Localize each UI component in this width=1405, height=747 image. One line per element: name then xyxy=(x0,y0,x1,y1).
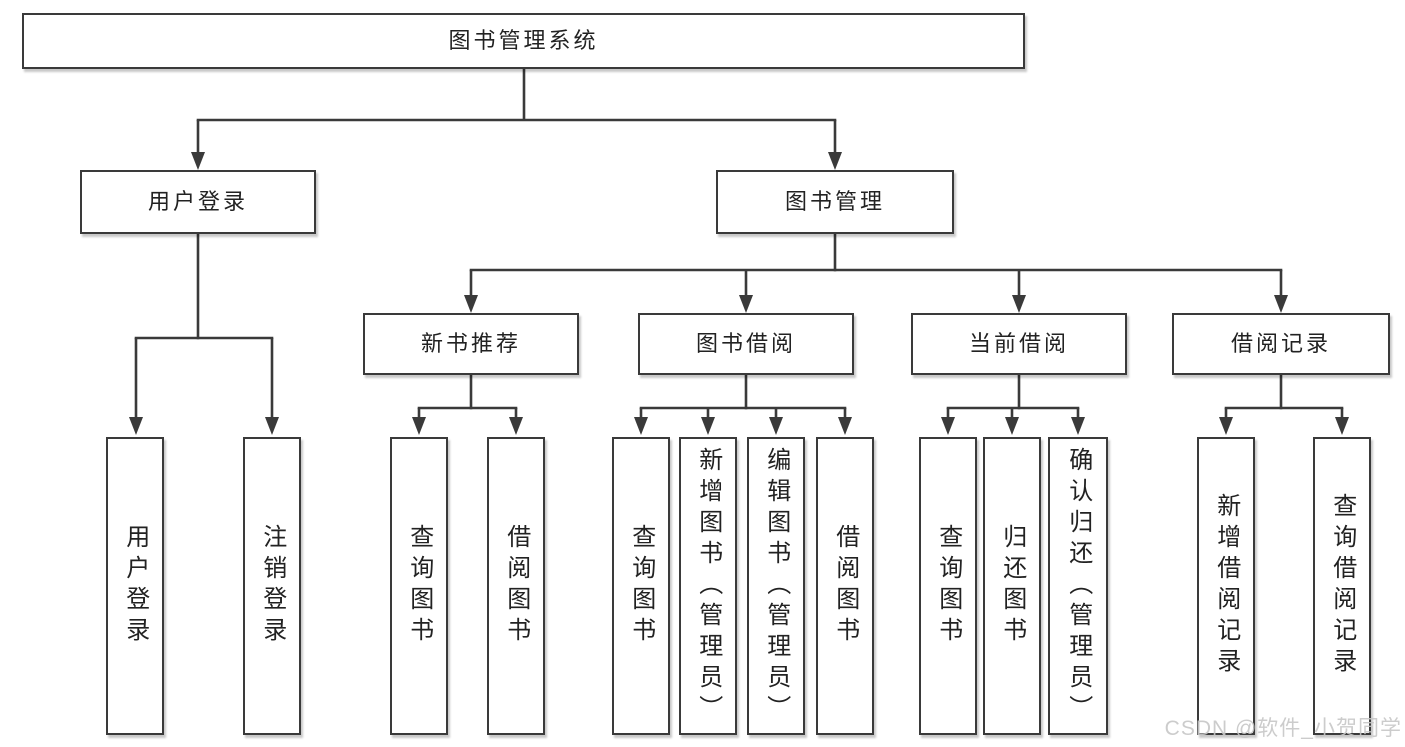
node-label: 图书借阅 xyxy=(695,331,796,356)
node-label: 借阅记录 xyxy=(1230,331,1331,356)
node-borrow-records: 借阅记录 xyxy=(1172,313,1390,375)
node-label: 图书管理 xyxy=(784,189,885,214)
node-new-book-recommend: 新书推荐 xyxy=(363,313,579,375)
node-label: 新书推荐 xyxy=(420,331,521,356)
node-label: 归还图书 xyxy=(998,524,1026,648)
node-label: 用户登录 xyxy=(147,189,248,214)
node-label: 图书管理系统 xyxy=(448,28,599,53)
node-label: 用户登录 xyxy=(121,524,149,648)
leaf-return-book: 归还图书 xyxy=(983,437,1041,735)
node-label: 确认归还（管理员） xyxy=(1064,446,1092,726)
node-book-borrow: 图书借阅 xyxy=(638,313,854,375)
node-label: 新增借阅记录 xyxy=(1212,493,1240,679)
node-book-management: 图书管理 xyxy=(716,170,954,234)
node-current-borrow: 当前借阅 xyxy=(911,313,1127,375)
leaf-logout: 注销登录 xyxy=(243,437,301,735)
node-label: 查询图书 xyxy=(627,524,655,648)
node-label: 注销登录 xyxy=(258,524,286,648)
leaf-borrow-books-recommend: 借阅图书 xyxy=(487,437,545,735)
leaf-edit-book-admin: 编辑图书（管理员） xyxy=(747,437,805,735)
leaf-query-books-borrow: 查询图书 xyxy=(612,437,670,735)
node-label: 当前借阅 xyxy=(968,331,1069,356)
node-label: 编辑图书（管理员） xyxy=(762,446,790,726)
leaf-confirm-return-admin: 确认归还（管理员） xyxy=(1048,437,1108,735)
node-label: 查询图书 xyxy=(934,524,962,648)
csdn-watermark: CSDN @软件_小贺同学 xyxy=(1164,717,1402,740)
leaf-add-book-admin: 新增图书（管理员） xyxy=(679,437,737,735)
node-library-management-system: 图书管理系统 xyxy=(22,13,1025,69)
leaf-borrow-books: 借阅图书 xyxy=(816,437,874,735)
node-user-login-group: 用户登录 xyxy=(80,170,316,234)
leaf-query-borrow-record: 查询借阅记录 xyxy=(1313,437,1371,735)
leaf-query-books-current: 查询图书 xyxy=(919,437,977,735)
node-label: 新增图书（管理员） xyxy=(694,446,722,726)
node-label: 借阅图书 xyxy=(831,524,859,648)
node-label: 查询图书 xyxy=(405,524,433,648)
node-label: 借阅图书 xyxy=(502,524,530,648)
leaf-add-borrow-record: 新增借阅记录 xyxy=(1197,437,1255,735)
node-label: 查询借阅记录 xyxy=(1328,493,1356,679)
leaf-user-login: 用户登录 xyxy=(106,437,164,735)
leaf-query-books-recommend: 查询图书 xyxy=(390,437,448,735)
